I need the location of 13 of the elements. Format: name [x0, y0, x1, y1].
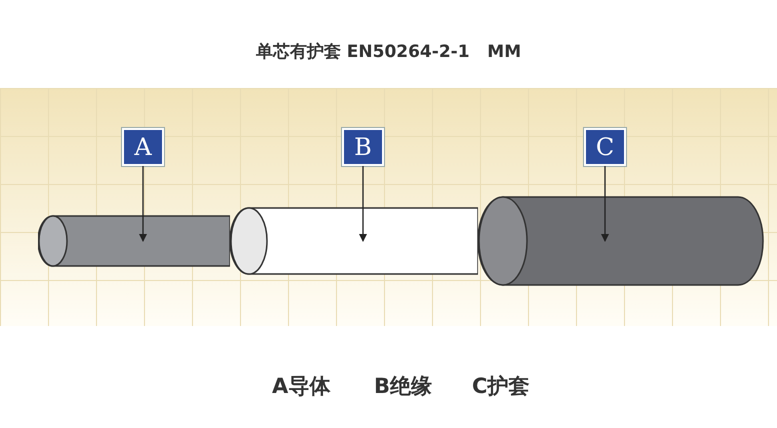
cable-layer-drawing: [38, 215, 230, 267]
part-caption: A导体: [272, 373, 330, 400]
leader-line: [359, 166, 367, 242]
callout-letter: B: [342, 128, 384, 166]
part-caption: C护套: [472, 373, 530, 400]
title: 单芯有护套 EN50264-2-1 MM: [254, 41, 522, 63]
callout-letter: C: [584, 128, 626, 166]
leader-line: [601, 166, 609, 242]
cable-layer-drawing: [230, 207, 478, 275]
cable-layer-drawing: [478, 196, 764, 286]
callout-letter: A: [122, 128, 164, 166]
leader-line: [139, 166, 147, 242]
part-caption: B绝缘: [374, 373, 432, 400]
